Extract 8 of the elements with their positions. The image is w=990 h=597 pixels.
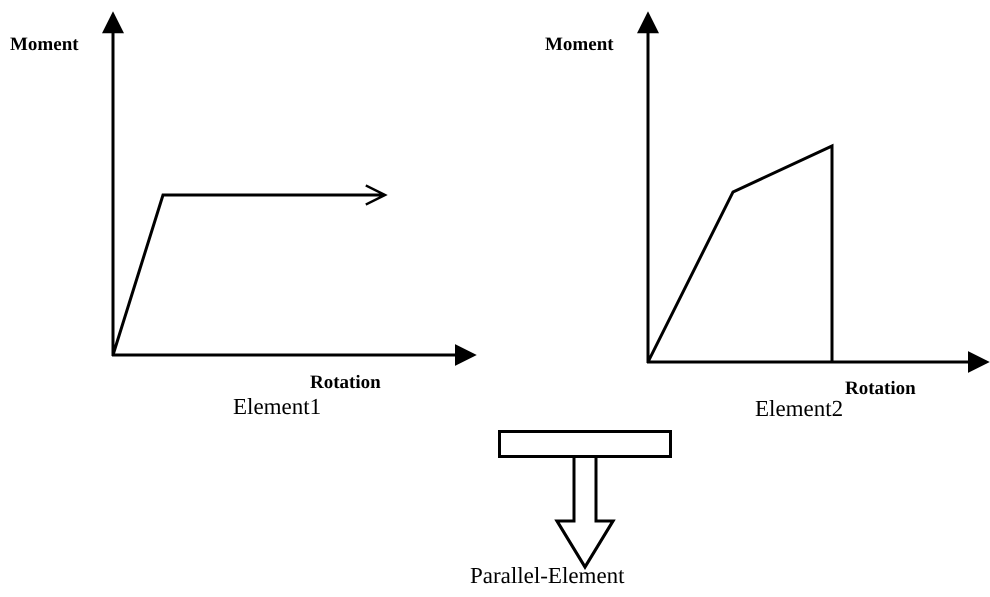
result-label: Parallel-Element [470, 564, 625, 587]
axis-label: Moment [545, 34, 614, 56]
axis-label: Moment [10, 34, 79, 56]
axis-label: Rotation [845, 378, 916, 400]
element-label: Element1 [233, 394, 322, 420]
axis-label: Rotation [310, 372, 381, 394]
element-label: Element2 [755, 396, 844, 422]
merge-bar [498, 430, 672, 458]
